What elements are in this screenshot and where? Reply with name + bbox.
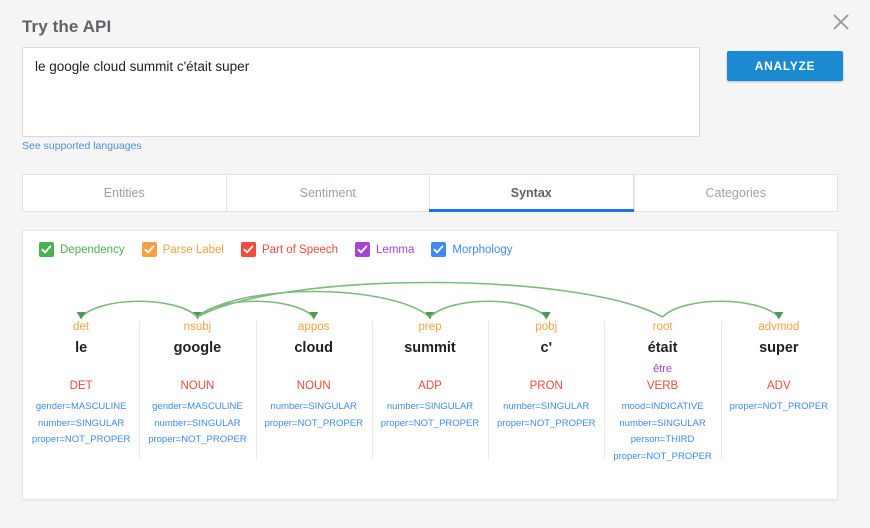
legend-label: Dependency: [60, 243, 125, 256]
morphology-list: number=SINGULAR proper=NOT_PROPER: [256, 399, 372, 432]
morphology-feature: gender=MASCULINE: [152, 401, 243, 412]
dependency-arc: [197, 281, 663, 318]
tab-label: Sentiment: [299, 186, 356, 200]
morphology-feature: mood=INDICATIVE: [621, 401, 704, 412]
page-title: Try the API: [22, 17, 112, 36]
dependency-arrowhead: [774, 312, 784, 320]
morphology-feature: person=THIRD: [630, 434, 695, 445]
parse-label: advmod: [758, 321, 800, 333]
token-text: cloud: [294, 340, 334, 356]
tab-syntax[interactable]: Syntax: [429, 174, 634, 212]
legend-item-dependency[interactable]: Dependency: [39, 242, 125, 257]
tab-label: Syntax: [510, 186, 552, 200]
dependency-arc: [196, 300, 315, 318]
morphology-feature: number=SINGULAR: [386, 401, 474, 412]
morphology-feature: number=SINGULAR: [270, 401, 357, 412]
pos-label: ADV: [767, 380, 791, 392]
parse-label: prep: [418, 321, 442, 333]
tab-sentiment[interactable]: Sentiment: [225, 174, 429, 212]
morphology-list: number=SINGULAR proper=NOT_PROPER: [372, 399, 488, 432]
dependency-arrowhead: [425, 312, 435, 320]
dependency-arrowhead: [309, 312, 319, 320]
syntax-result-card: Dependency Parse Label Part of Speech Lemma…: [22, 230, 838, 500]
morphology-list: number=SINGULAR proper=NOT_PROPER: [488, 399, 604, 432]
morphology-feature: number=SINGULAR: [619, 417, 706, 429]
pos-label: VERB: [646, 380, 679, 392]
checkbox-icon[interactable]: [355, 242, 371, 257]
legend-label: Lemma: [376, 243, 415, 256]
legend: Dependency Parse Label Part of Speech Lemma…: [39, 242, 529, 257]
dependency-arrowhead: [192, 312, 202, 320]
close-icon[interactable]: [827, 8, 855, 36]
dependency-arc: [662, 300, 780, 318]
pos-label: DET: [69, 380, 93, 392]
pos-label: ADP: [418, 380, 442, 392]
dependency-arrowhead: [76, 312, 86, 320]
analyze-button[interactable]: ANALYZE: [727, 51, 843, 81]
checkbox-icon[interactable]: [431, 242, 447, 257]
morphology-feature: number=SINGULAR: [154, 417, 241, 429]
legend-label: Part of Speech: [261, 243, 339, 256]
pos-label: PRON: [529, 380, 563, 392]
token-text: était: [647, 340, 678, 356]
morphology-list: gender=MASCULINE number=SINGULAR proper=NO…: [23, 399, 139, 449]
parse-label: nsubj: [183, 321, 212, 333]
dependency-arcs: [76, 281, 784, 320]
morphology-feature: proper=NOT_PROPER: [729, 401, 829, 412]
parse-label: pobj: [535, 321, 558, 333]
pos-label: NOUN: [180, 380, 215, 392]
token-text: c': [540, 340, 553, 356]
morphology-list: mood=INDICATIVE number=SINGULAR person=THI…: [604, 399, 720, 465]
lemma-label: être: [653, 363, 673, 375]
pos-label: NOUN: [296, 380, 331, 392]
legend-label: Parse Label: [162, 243, 224, 256]
parse-label: det: [73, 321, 90, 333]
token-text: super: [759, 340, 799, 356]
morphology-feature: proper=NOT_PROPER: [497, 417, 596, 429]
dependency-arc: [429, 300, 547, 318]
dependency-arc: [80, 300, 198, 318]
morphology-list: proper=NOT_PROPER: [721, 399, 837, 416]
morphology-feature: proper=NOT_PROPER: [31, 434, 131, 445]
morphology-feature: number=SINGULAR: [37, 417, 125, 429]
token-text: google: [173, 340, 222, 356]
morphology-feature: gender=MASCULINE: [35, 401, 127, 412]
tab-categories[interactable]: Categories: [633, 174, 838, 212]
morphology-feature: number=SINGULAR: [503, 401, 590, 412]
checkbox-icon[interactable]: [39, 242, 54, 257]
legend-item-part-of-speech[interactable]: Part of Speech: [240, 242, 339, 257]
tab-bar: Entities Sentiment Syntax Categories: [22, 174, 838, 212]
supported-languages-link[interactable]: See supported languages: [22, 140, 142, 152]
morphology-feature: proper=NOT_PROPER: [148, 434, 247, 445]
legend-item-parse-label[interactable]: Parse Label: [141, 242, 224, 257]
dependency-arrowhead: [541, 312, 551, 320]
tab-label: Categories: [705, 186, 766, 200]
tab-entities[interactable]: Entities: [22, 174, 226, 212]
morphology-feature: proper=NOT_PROPER: [264, 417, 363, 429]
legend-label: Morphology: [452, 243, 513, 256]
morphology-feature: proper=NOT_PROPER: [613, 450, 712, 462]
morphology-list: gender=MASCULINE number=SINGULAR proper=NO…: [139, 399, 255, 449]
morphology-feature: proper=NOT_PROPER: [380, 417, 480, 429]
parse-label: root: [652, 321, 673, 333]
text-input[interactable]: [22, 47, 700, 137]
token-text: summit: [404, 340, 456, 356]
legend-item-morphology[interactable]: Morphology: [431, 242, 512, 257]
token-text: le: [75, 340, 88, 356]
tab-label: Entities: [103, 186, 145, 200]
checkbox-icon[interactable]: [240, 242, 256, 257]
checkbox-icon[interactable]: [141, 242, 157, 257]
parse-label: appos: [298, 321, 330, 333]
legend-item-lemma[interactable]: Lemma: [355, 242, 414, 257]
token-column: pobj c' PRON number=SINGULAR proper=NOT_PROP…: [488, 269, 604, 499]
